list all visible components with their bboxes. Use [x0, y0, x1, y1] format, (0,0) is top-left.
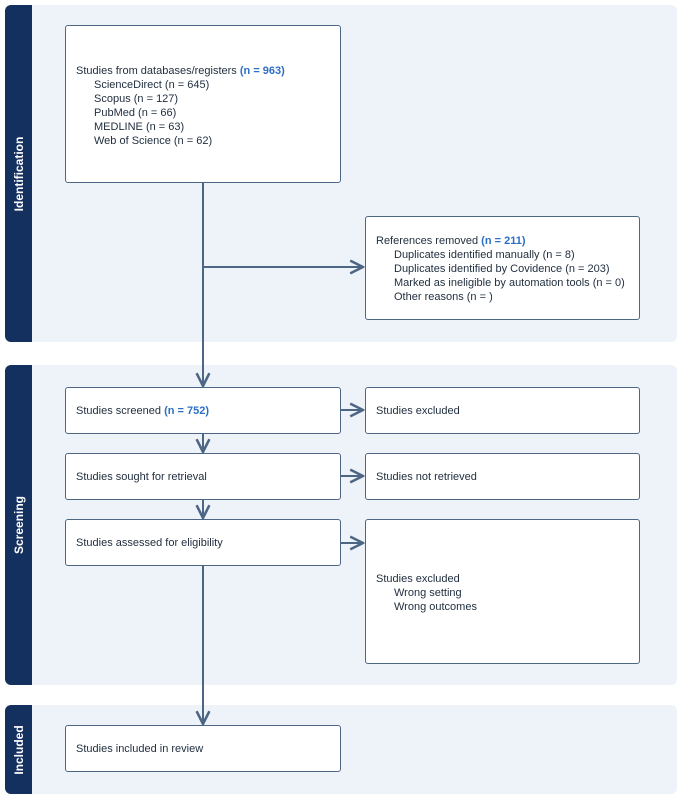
excluded-reason-item: Wrong setting — [394, 587, 462, 599]
removed-count: (n = 211) — [481, 235, 526, 247]
studies-screened-title: Studies screened (n = 752) — [76, 405, 209, 417]
records-identified-box: Studies from databases/registers (n = 96… — [65, 25, 341, 183]
studies-screened-box: Studies screened (n = 752) — [65, 387, 341, 434]
removed-item: Other reasons (n = ) — [394, 291, 493, 303]
source-item: ScienceDirect (n = 645) — [94, 79, 210, 91]
studies-included-box: Studies included in review — [65, 725, 341, 772]
studies-not-retrieved-label: Studies not retrieved — [376, 471, 477, 483]
references-removed-box: References removed (n = 211) Duplicates … — [365, 216, 640, 320]
removed-item: Duplicates identified by Covidence (n = … — [394, 263, 610, 275]
studies-not-retrieved-box: Studies not retrieved — [365, 453, 640, 500]
records-count: (n = 963) — [239, 65, 285, 77]
source-item: PubMed (n = 66) — [94, 107, 177, 119]
included-stage-tab: Included — [5, 705, 32, 794]
screened-count: (n = 752) — [164, 405, 209, 417]
studies-assessed-box: Studies assessed for eligibility — [65, 519, 341, 566]
studies-excluded-label: Studies excluded — [376, 405, 460, 417]
studies-assessed-label: Studies assessed for eligibility — [76, 537, 223, 549]
source-item: Scopus (n = 127) — [94, 93, 179, 105]
references-removed-title: References removed (n = 211) — [376, 235, 526, 247]
removed-item: Marked as ineligible by automation tools… — [394, 277, 625, 289]
records-identified-title: Studies from databases/registers (n = 96… — [76, 65, 285, 77]
screening-stage-tab: Screening — [5, 365, 32, 685]
studies-included-label: Studies included in review — [76, 743, 204, 755]
studies-sought-box: Studies sought for retrieval — [65, 453, 341, 500]
studies-excluded-reasons-box: Studies excluded Wrong setting Wrong out… — [365, 519, 640, 664]
removed-item: Duplicates identified manually (n = 8) — [394, 249, 575, 261]
excluded-reason-item: Wrong outcomes — [394, 601, 477, 613]
source-item: MEDLINE (n = 63) — [94, 121, 185, 133]
identification-stage-tab: Identification — [5, 5, 32, 342]
excluded-reasons-title: Studies excluded — [376, 573, 460, 585]
studies-sought-label: Studies sought for retrieval — [76, 471, 207, 483]
studies-excluded-box: Studies excluded — [365, 387, 640, 434]
source-item: Web of Science (n = 62) — [94, 135, 213, 147]
